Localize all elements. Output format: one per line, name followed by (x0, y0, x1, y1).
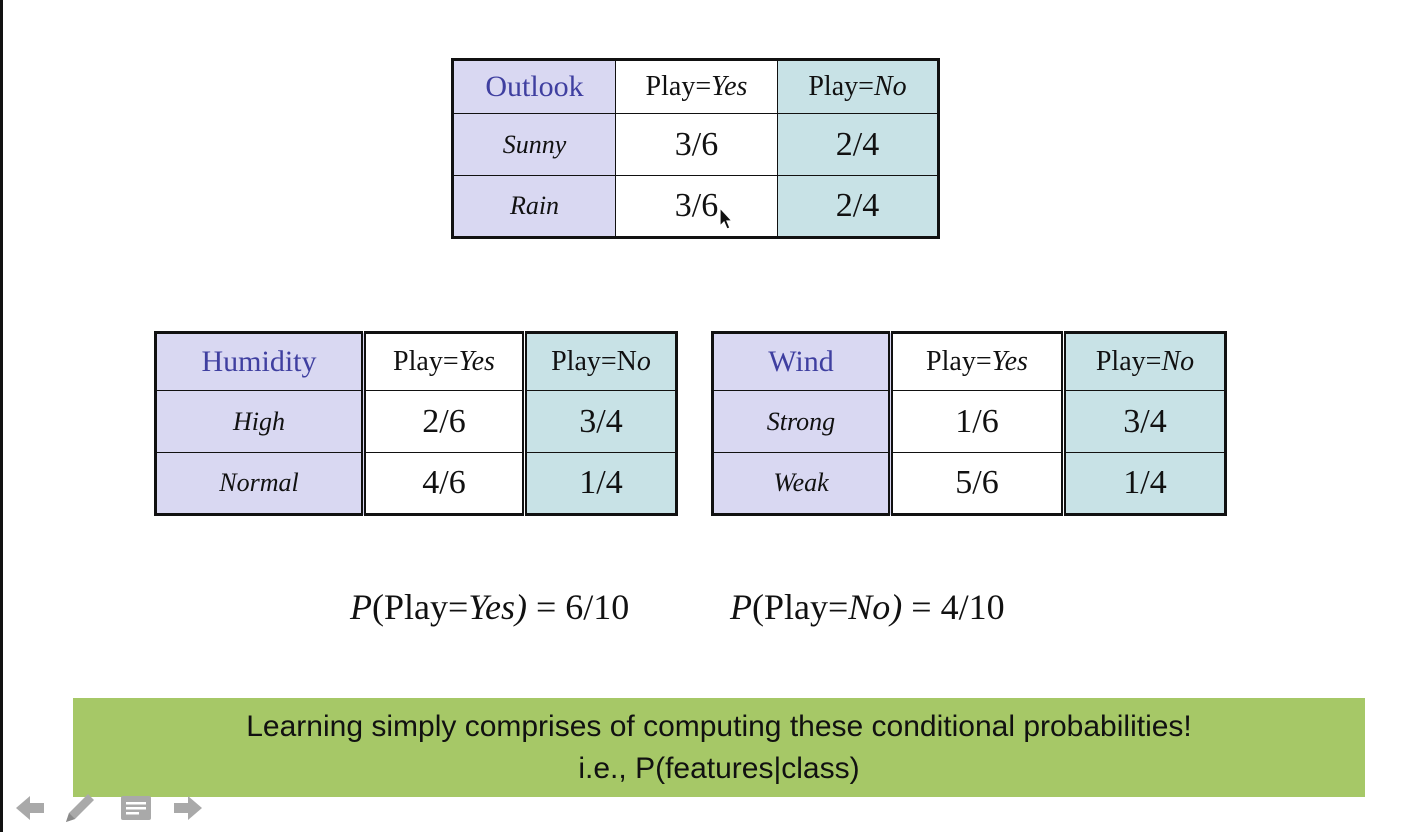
table-row: Strong 1/6 3/4 (712, 390, 1226, 453)
outlook-row-label: Rain (452, 175, 616, 238)
outlook-header-yes: Play=Yes (615, 59, 778, 114)
outlook-cell-yes: 3/6 (615, 175, 778, 238)
prior-probabilities: P(Play=Yes) = 6/10 P(Play=No) = 4/10 (350, 586, 1070, 632)
humidity-row-label: High (155, 390, 366, 453)
wind-cell-yes: 5/6 (890, 452, 1066, 515)
arrow-left-icon[interactable] (12, 790, 48, 826)
wind-header-yes: Play=Yes (890, 332, 1066, 391)
slideshow-controls (12, 790, 212, 828)
outlook-table: Outlook Play=Yes Play=No Sunny 3/6 2/4 R… (451, 58, 940, 239)
prior-no: P(Play=No) = 4/10 (730, 587, 1005, 627)
outlook-cell-yes: 3/6 (615, 113, 778, 176)
banner-line-1: Learning simply comprises of computing t… (246, 710, 1192, 743)
table-row: Weak 5/6 1/4 (712, 452, 1226, 515)
prior-yes: P(Play=Yes) = 6/10 (350, 587, 630, 627)
humidity-header-no: Play=No (524, 332, 677, 391)
pencil-icon[interactable] (62, 790, 98, 826)
notes-icon[interactable] (118, 790, 154, 826)
wind-header: Wind (712, 332, 893, 391)
wind-row-label: Weak (712, 452, 893, 515)
wind-cell-no: 3/4 (1063, 390, 1226, 453)
table-row: Rain 3/6 2/4 (452, 175, 939, 238)
banner-line-2: i.e., P(features|class) (578, 752, 860, 785)
humidity-header-yes: Play=Yes (363, 332, 527, 391)
outlook-header: Outlook (452, 59, 616, 114)
table-row: Sunny 3/6 2/4 (452, 113, 939, 176)
wind-table: Wind Play=Yes Play=No Strong 1/6 3/4 Wea… (711, 331, 1227, 516)
table-row: Normal 4/6 1/4 (155, 452, 677, 515)
wind-row-label: Strong (712, 390, 893, 453)
outlook-cell-no: 2/4 (777, 175, 939, 238)
humidity-cell-yes: 2/6 (363, 390, 527, 453)
table-row: High 2/6 3/4 (155, 390, 677, 453)
summary-banner: Learning simply comprises of computing t… (73, 698, 1365, 797)
humidity-header: Humidity (155, 332, 366, 391)
humidity-cell-yes: 4/6 (363, 452, 527, 515)
outlook-cell-no: 2/4 (777, 113, 939, 176)
wind-cell-no: 1/4 (1063, 452, 1226, 515)
outlook-header-no: Play=No (777, 59, 939, 114)
humidity-cell-no: 1/4 (524, 452, 677, 515)
humidity-cell-no: 3/4 (524, 390, 677, 453)
wind-cell-yes: 1/6 (890, 390, 1066, 453)
arrow-right-icon[interactable] (170, 790, 206, 826)
humidity-row-label: Normal (155, 452, 366, 515)
outlook-row-label: Sunny (452, 113, 616, 176)
humidity-table: Humidity Play=Yes Play=No High 2/6 3/4 N… (154, 331, 678, 516)
wind-header-no: Play=No (1063, 332, 1226, 391)
mouse-cursor-icon (719, 206, 734, 230)
slide-left-edge (0, 0, 3, 832)
